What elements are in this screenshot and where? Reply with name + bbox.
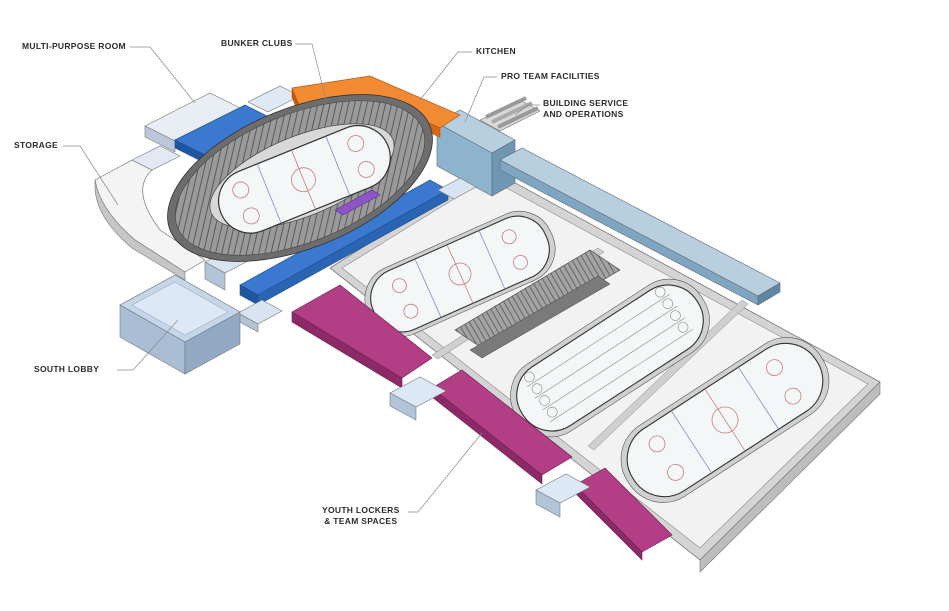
building-service-pipes xyxy=(479,96,541,132)
label-building-service: BUILDING SERVICE AND OPERATIONS xyxy=(543,98,628,120)
leader-youth-lockers xyxy=(408,432,483,513)
leader-multi-purpose-room xyxy=(130,46,196,104)
label-building-service-line2: AND OPERATIONS xyxy=(543,109,624,119)
storage-corridor xyxy=(94,145,206,281)
leader-lines xyxy=(63,43,540,513)
main-arena xyxy=(167,94,433,262)
label-youth-lockers-line1: YOUTH LOCKERS xyxy=(322,505,400,515)
main-concourse-blue xyxy=(174,104,477,333)
label-storage: STORAGE xyxy=(14,140,58,150)
leader-building-service xyxy=(514,104,540,116)
multi-purpose-room xyxy=(144,85,301,153)
leader-storage xyxy=(63,145,119,206)
pro-team-facilities-wing xyxy=(436,109,781,306)
label-bunker-clubs: BUNKER CLUBS xyxy=(221,38,293,48)
rink-2-curling xyxy=(510,278,710,438)
label-youth-lockers: YOUTH LOCKERS & TEAM SPACES xyxy=(322,505,400,527)
youth-lockers xyxy=(291,284,673,561)
label-pro-team-facilities: PRO TEAM FACILITIES xyxy=(501,71,600,81)
south-lobby xyxy=(119,274,241,375)
label-multi-purpose-room: MULTI-PURPOSE ROOM xyxy=(22,41,126,51)
leader-kitchen xyxy=(419,51,472,101)
leader-south-lobby xyxy=(117,319,179,371)
label-south-lobby: SOUTH LOBBY xyxy=(34,364,100,374)
label-youth-lockers-line2: & TEAM SPACES xyxy=(324,516,398,526)
rink-3 xyxy=(620,337,830,503)
spectator-stands xyxy=(454,249,621,359)
leader-pro-team-facilities xyxy=(464,76,497,123)
label-kitchen: KITCHEN xyxy=(476,46,516,56)
label-building-service-line1: BUILDING SERVICE xyxy=(543,98,629,108)
leader-bunker-clubs xyxy=(295,43,327,101)
